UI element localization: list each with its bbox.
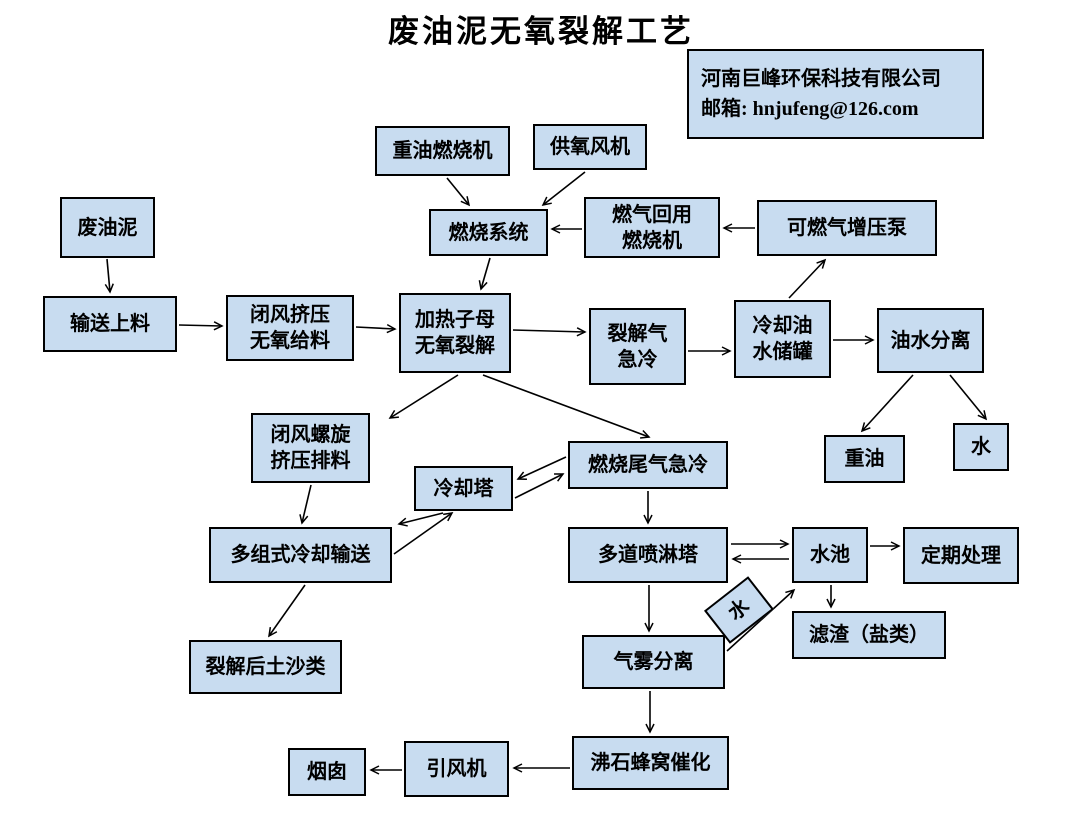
node-zeolite-catalysis: 沸石蜂窝催化 (572, 736, 729, 790)
node-gas-mist-separation: 气雾分离 (582, 635, 725, 689)
node-induced-draft-fan: 引风机 (404, 741, 509, 797)
node-airlock-screw-discharge: 闭风螺旋 挤压排料 (251, 413, 370, 483)
node-filter-residue: 滤渣（盐类） (792, 611, 946, 659)
diagram-title: 废油泥无氧裂解工艺 (388, 14, 694, 49)
node-chimney: 烟囱 (288, 748, 366, 796)
node-oil-water-separation: 油水分离 (877, 308, 984, 373)
node-gas-booster-pump: 可燃气增压泵 (757, 200, 937, 256)
node-heavy-oil: 重油 (824, 435, 905, 483)
node-multi-spray-tower: 多道喷淋塔 (568, 527, 728, 583)
company-info-box: 河南巨峰环保科技有限公司 邮箱: hnjufeng@126.com (687, 49, 984, 139)
node-waste-oil-sludge: 废油泥 (60, 197, 155, 258)
node-heating-pyrolysis: 加热子母 无氧裂解 (399, 293, 511, 373)
company-name: 河南巨峰环保科技有限公司 (701, 68, 941, 90)
node-periodic-treatment: 定期处理 (903, 527, 1019, 584)
node-pyrolysis-gas-quench: 裂解气 急冷 (589, 308, 686, 385)
node-tail-gas-quench: 燃烧尾气急冷 (568, 441, 728, 489)
node-cooling-tower: 冷却塔 (414, 466, 513, 511)
node-water-label: 水 (704, 576, 774, 644)
node-airlock-extrusion-feed: 闭风挤压 无氧给料 (226, 295, 354, 361)
node-multi-cooling-conveyor: 多组式冷却输送 (209, 527, 392, 583)
node-pyrolyzed-soil: 裂解后土沙类 (189, 640, 342, 694)
node-cooling-oil-water-tank: 冷却油 水储罐 (734, 300, 831, 378)
node-conveying-feed: 输送上料 (43, 296, 177, 352)
node-oxygen-fan: 供氧风机 (533, 124, 647, 170)
node-water-pool: 水池 (792, 527, 868, 583)
node-water-output: 水 (953, 423, 1009, 471)
node-gas-reuse-burner: 燃气回用 燃烧机 (584, 197, 720, 258)
node-heavy-oil-burner: 重油燃烧机 (375, 126, 510, 176)
node-combustion-system: 燃烧系统 (429, 209, 548, 256)
company-email: 邮箱: hnjufeng@126.com (701, 98, 919, 120)
